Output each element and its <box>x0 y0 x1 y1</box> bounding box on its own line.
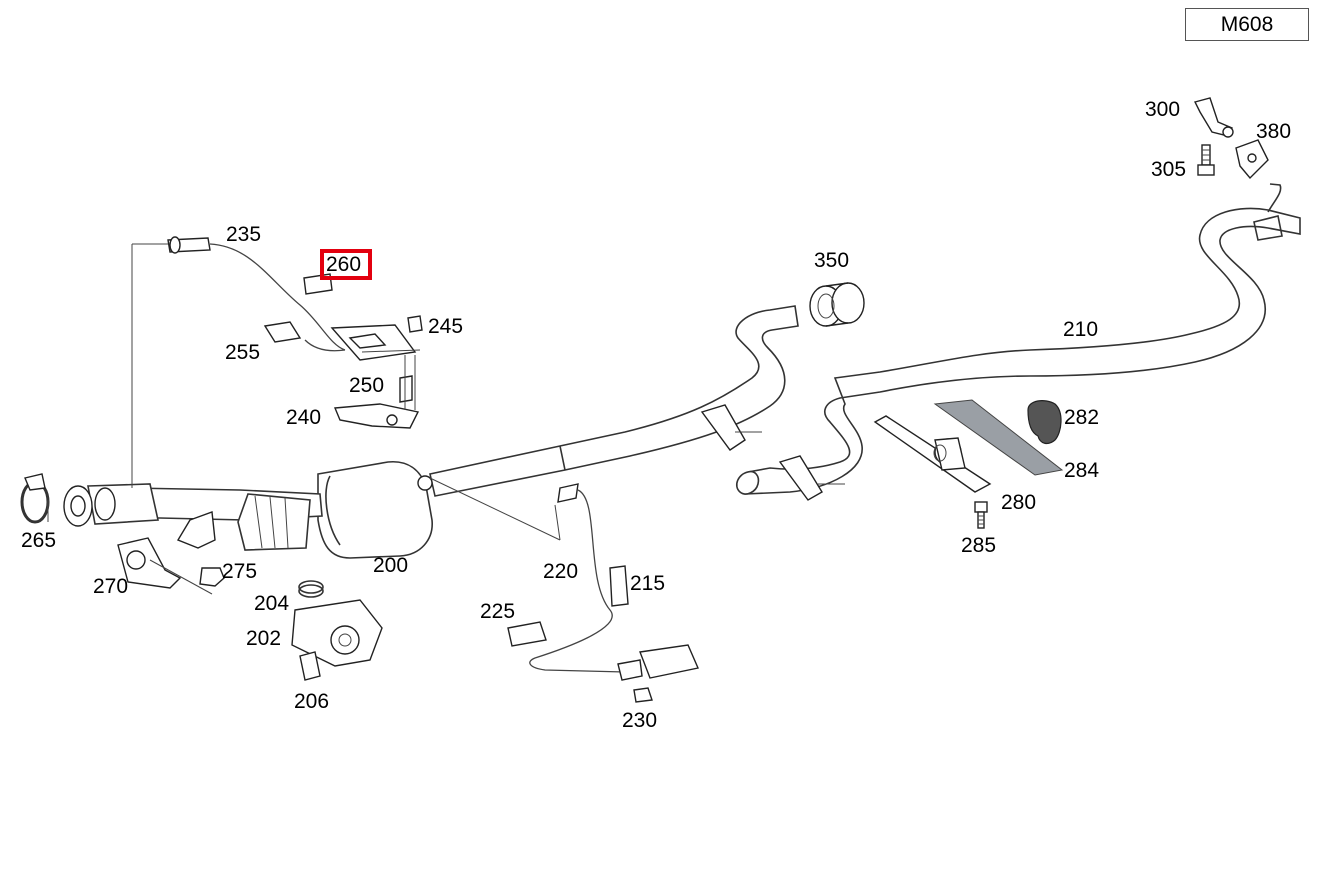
part-label-285[interactable]: 285 <box>961 534 997 557</box>
mount-280-drawing[interactable] <box>873 415 992 493</box>
pipe-hangers <box>700 404 845 501</box>
part-label-284[interactable]: 284 <box>1064 459 1100 482</box>
part-label-240[interactable]: 240 <box>286 406 322 429</box>
part-label-200[interactable]: 200 <box>373 554 409 577</box>
part-label-300[interactable]: 300 <box>1145 98 1181 121</box>
part-label-210[interactable]: 210 <box>1063 318 1099 341</box>
nut-275-drawing[interactable] <box>199 567 225 587</box>
clamp-350-drawing[interactable] <box>809 282 865 327</box>
clip-215-drawing[interactable] <box>609 565 629 607</box>
strap-284-drawing[interactable] <box>933 399 1064 476</box>
part-label-260[interactable]: 260 <box>326 253 362 276</box>
sensor-235-drawing[interactable] <box>131 236 346 488</box>
spring-204-drawing[interactable] <box>298 580 324 598</box>
part-label-245[interactable]: 245 <box>428 315 464 338</box>
part-label-350[interactable]: 350 <box>814 249 850 272</box>
part-300-drawing[interactable] <box>1193 97 1234 138</box>
part-label-230[interactable]: 230 <box>622 709 658 732</box>
selected-part-highlight[interactable] <box>320 249 372 280</box>
part-label-280[interactable]: 280 <box>1001 491 1037 514</box>
mount-270-drawing[interactable] <box>117 537 213 595</box>
part-label-380[interactable]: 380 <box>1256 120 1292 143</box>
front-pipe-200-drawing[interactable] <box>63 305 799 559</box>
bolt-206-drawing[interactable] <box>299 651 321 681</box>
model-code-box: M608 <box>1185 8 1309 41</box>
part-label-255[interactable]: 255 <box>225 341 261 364</box>
part-label-305[interactable]: 305 <box>1151 158 1187 181</box>
part-label-282[interactable]: 282 <box>1064 406 1100 429</box>
part-label-204[interactable]: 204 <box>254 592 290 615</box>
actuator-202-drawing[interactable] <box>291 599 383 667</box>
bolt-305-drawing[interactable] <box>1197 144 1215 176</box>
part-label-250[interactable]: 250 <box>349 374 385 397</box>
part-label-215[interactable]: 215 <box>630 572 666 595</box>
part-label-225[interactable]: 225 <box>480 600 516 623</box>
part-label-206[interactable]: 206 <box>294 690 330 713</box>
control-unit-assembly[interactable] <box>263 273 423 429</box>
part-label-202[interactable]: 202 <box>246 627 282 650</box>
clamp-265-drawing[interactable] <box>20 473 50 524</box>
part-label-220[interactable]: 220 <box>543 560 579 583</box>
part-label-275[interactable]: 275 <box>222 560 258 583</box>
control-230-drawing[interactable] <box>617 644 699 703</box>
part-label-235[interactable]: 235 <box>226 223 262 246</box>
clip-225-drawing[interactable] <box>507 621 547 647</box>
bolt-285-drawing[interactable] <box>974 501 988 529</box>
sensor-220-drawing[interactable] <box>429 477 641 673</box>
part-380-drawing[interactable] <box>1235 139 1269 180</box>
part-label-270[interactable]: 270 <box>93 575 129 598</box>
part-label-265[interactable]: 265 <box>21 529 57 552</box>
rubber-mount-282-drawing[interactable] <box>1027 400 1062 445</box>
rear-pipe-210-drawing[interactable] <box>736 183 1301 495</box>
